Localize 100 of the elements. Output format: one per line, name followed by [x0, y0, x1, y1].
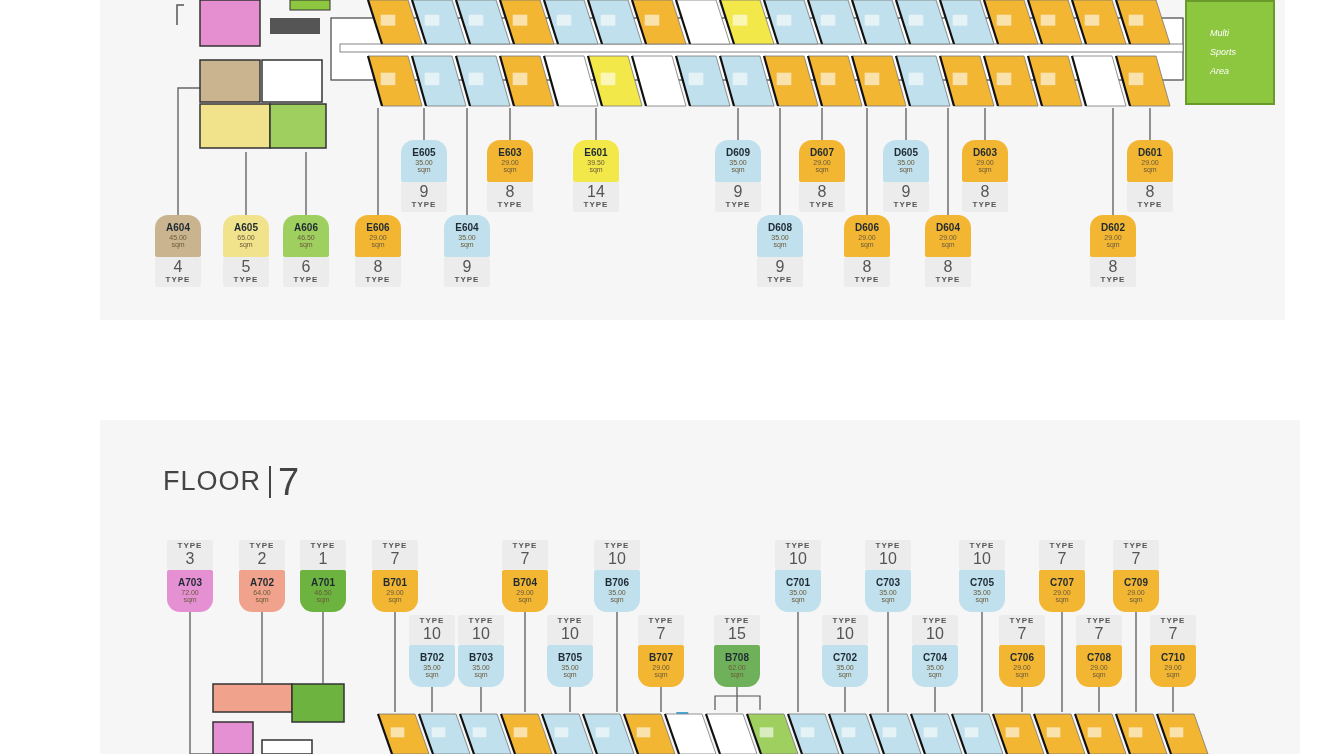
type-number: 7	[1017, 625, 1027, 643]
unit-tag	[300, 540, 346, 612]
leader-line	[305, 151, 307, 216]
unit-code: C710	[1161, 653, 1185, 664]
sports-area	[1185, 0, 1275, 105]
type-number: 10	[423, 625, 441, 643]
unit-code: D601	[1138, 148, 1162, 159]
type-label: TYPE	[724, 617, 750, 626]
type-label: TYPE	[972, 201, 998, 210]
unit-code: A606	[294, 223, 318, 234]
type-number: 2	[257, 550, 267, 568]
type-number: 9	[901, 184, 911, 202]
unit-tag	[1150, 615, 1196, 687]
unit-code: E604	[455, 223, 479, 234]
leader-line	[509, 107, 511, 141]
leader-line	[887, 611, 889, 713]
unit-code: C707	[1050, 578, 1074, 589]
type-label: TYPE	[1160, 617, 1186, 626]
type-number: 10	[926, 625, 944, 643]
unit-code: C708	[1087, 653, 1111, 664]
type-number: 15	[728, 625, 746, 643]
type-label: TYPE	[767, 276, 793, 285]
leader-line	[1061, 611, 1063, 713]
type-number: 8	[1145, 184, 1155, 202]
unit-tag	[223, 215, 269, 287]
floor-plan-drawing	[212, 683, 345, 754]
type-label: TYPE	[382, 542, 408, 551]
unit-tag	[822, 615, 868, 687]
unit-code: D608	[768, 223, 792, 234]
unit-tag	[283, 215, 329, 287]
unit-tag	[1113, 540, 1159, 612]
unit-tag	[444, 215, 490, 287]
unit-code: C704	[923, 653, 947, 664]
leader-line	[1021, 686, 1023, 713]
type-number: 10	[879, 550, 897, 568]
type-label: TYPE	[832, 617, 858, 626]
type-number: 8	[1108, 259, 1118, 277]
unit-tag	[239, 540, 285, 612]
unit-code: E606	[366, 223, 390, 234]
leader-line	[245, 151, 247, 216]
type-label: TYPE	[604, 542, 630, 551]
leader-line	[480, 686, 482, 713]
unit-code: A605	[234, 223, 258, 234]
type-number: 7	[390, 550, 400, 568]
type-number: 10	[973, 550, 991, 568]
type-label: TYPE	[512, 542, 538, 551]
type-label: TYPE	[854, 276, 880, 285]
unit-code: B702	[420, 653, 444, 664]
unit-tag	[925, 215, 971, 287]
leader-line	[905, 107, 907, 141]
unit-code: E603	[498, 148, 522, 159]
unit-tag	[547, 615, 593, 687]
leader-line	[797, 611, 799, 713]
floor-plan-drawing	[200, 0, 330, 152]
unit-code: D609	[726, 148, 750, 159]
type-label: TYPE	[1123, 542, 1149, 551]
unit-tag	[1076, 615, 1122, 687]
floor-title: FLOOR	[163, 466, 261, 497]
leader-line	[866, 107, 868, 216]
leader-line	[189, 611, 213, 754]
type-label: TYPE	[1086, 617, 1112, 626]
type-number: 8	[505, 184, 515, 202]
type-number: 8	[862, 259, 872, 277]
type-label: TYPE	[809, 201, 835, 210]
unit-code: D607	[810, 148, 834, 159]
unit-code: B708	[725, 653, 749, 664]
unit-code: D604	[936, 223, 960, 234]
leader-line	[947, 107, 949, 216]
unit-tag	[1090, 215, 1136, 287]
unit-code: C705	[970, 578, 994, 589]
unit-tag	[458, 615, 504, 687]
unit-code: C701	[786, 578, 810, 589]
leader-line	[984, 107, 986, 141]
unit-code: D602	[1101, 223, 1125, 234]
type-label: TYPE	[497, 201, 523, 210]
type-number: 4	[173, 259, 183, 277]
type-number: 8	[817, 184, 827, 202]
unit-code: D605	[894, 148, 918, 159]
type-label: TYPE	[310, 542, 336, 551]
unit-code: B704	[513, 578, 537, 589]
type-label: TYPE	[935, 276, 961, 285]
type-number: 10	[561, 625, 579, 643]
type-label: TYPE	[454, 276, 480, 285]
type-number: 10	[608, 550, 626, 568]
unit-tag	[372, 540, 418, 612]
unit-tag	[401, 140, 447, 212]
type-label: TYPE	[785, 542, 811, 551]
type-label: TYPE	[725, 201, 751, 210]
unit-tag	[638, 615, 684, 687]
type-label: TYPE	[893, 201, 919, 210]
unit-code: C706	[1010, 653, 1034, 664]
unit-code: D606	[855, 223, 879, 234]
unit-tag	[715, 140, 761, 212]
unit-tag	[487, 140, 533, 212]
unit-tag	[912, 615, 958, 687]
leader-line	[1098, 686, 1100, 713]
type-number: 8	[373, 259, 383, 277]
leader-line	[394, 611, 396, 713]
type-number: 9	[733, 184, 743, 202]
leader-line	[423, 107, 425, 141]
